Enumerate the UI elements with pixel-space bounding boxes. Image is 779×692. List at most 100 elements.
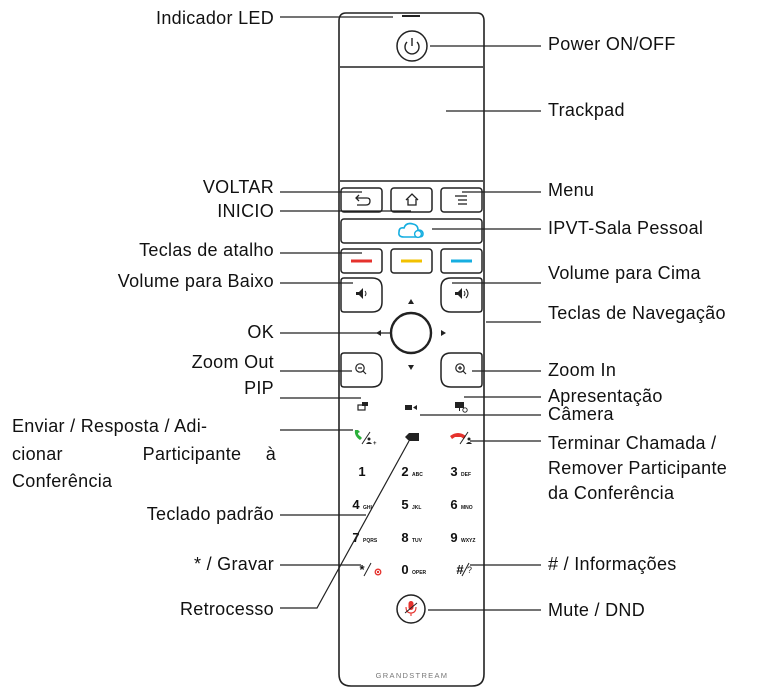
camera-icon[interactable] xyxy=(405,405,417,410)
label-volume-up: Volume para Cima xyxy=(548,263,702,283)
label-backspace: Retrocesso xyxy=(180,599,274,619)
zoom-out-icon xyxy=(355,363,367,375)
back-button[interactable] xyxy=(340,187,383,213)
volume-down-button[interactable] xyxy=(340,277,383,313)
keypad-key-hash[interactable]: # xyxy=(456,562,470,577)
volume-up-icon xyxy=(455,288,469,299)
brand-logo: GRANDSTREAM xyxy=(376,671,449,680)
hotkey-yellow-button[interactable] xyxy=(390,248,433,274)
arrow-up-icon[interactable] xyxy=(408,299,414,304)
volume-up-button[interactable] xyxy=(440,277,483,313)
zoom-in-icon xyxy=(455,363,467,375)
call-button[interactable]: + xyxy=(354,430,377,447)
label-send-line3: Conferência xyxy=(12,471,113,491)
label-send-line1: Enviar / Resposta / Adi- xyxy=(12,416,207,436)
home-button[interactable] xyxy=(390,187,433,213)
label-pip: PIP xyxy=(244,378,274,398)
menu-button[interactable] xyxy=(440,187,483,213)
mute-button[interactable] xyxy=(396,594,426,624)
label-led: Indicador LED xyxy=(156,8,274,28)
keypad-letters: MNO xyxy=(461,505,473,511)
ok-button[interactable] xyxy=(389,311,433,355)
label-keypad: Teclado padrão xyxy=(147,504,274,524)
label-hotkeys: Teclas de atalho xyxy=(139,240,274,260)
nav-buttons-row xyxy=(340,187,483,213)
label-send-line2b: Participante xyxy=(143,444,242,464)
keypad-digit: # xyxy=(456,562,464,577)
label-send-line2a: cionar xyxy=(12,444,63,464)
zoom-out-button[interactable] xyxy=(340,352,383,388)
dpad-cluster xyxy=(340,277,483,388)
ipvt-button[interactable] xyxy=(340,218,483,244)
keypad-letters: PQRS xyxy=(363,538,378,544)
keypad-letters: TUV xyxy=(412,538,423,544)
label-volume-down: Volume para Baixo xyxy=(118,271,274,291)
trackpad[interactable] xyxy=(340,68,483,180)
keypad-digit: 5 xyxy=(401,497,408,512)
label-presentation: Apresentação xyxy=(548,386,663,406)
info-icon: ? xyxy=(467,565,472,575)
label-home: INICIO xyxy=(217,201,274,221)
keypad-digit: 4 xyxy=(352,497,360,512)
backspace-icon[interactable] xyxy=(405,433,419,441)
home-icon xyxy=(405,193,419,206)
label-ipvt: IPVT-Sala Pessoal xyxy=(548,218,703,238)
hotkey-cyan-button[interactable] xyxy=(440,248,483,274)
keypad-digit: 8 xyxy=(401,530,408,545)
label-send-line2c: à xyxy=(266,444,277,464)
zoom-in-button[interactable] xyxy=(440,352,483,388)
power-button[interactable] xyxy=(396,30,428,62)
keypad-digit: 2 xyxy=(401,464,408,479)
end-call-button[interactable] xyxy=(450,431,472,445)
power-icon xyxy=(404,38,420,55)
label-trackpad: Trackpad xyxy=(548,100,625,120)
arrow-down-icon[interactable] xyxy=(408,365,414,370)
hotkeys-row xyxy=(340,248,483,274)
label-mute: Mute / DND xyxy=(548,600,645,620)
menu-icon xyxy=(455,195,467,205)
keypad-slash xyxy=(363,562,372,577)
hotkey-red-button[interactable] xyxy=(340,248,383,274)
label-hash: # / Informações xyxy=(548,554,677,574)
keypad-key-star[interactable]: * xyxy=(359,562,372,577)
remote-body xyxy=(338,12,485,687)
back-icon xyxy=(355,194,371,206)
pip-icon[interactable] xyxy=(357,402,368,411)
keypad-digit: * xyxy=(359,562,365,577)
volume-down-icon xyxy=(356,288,367,299)
label-power: Power ON/OFF xyxy=(548,34,676,54)
right-labels: Power ON/OFF Trackpad Menu IPVT-Sala Pes… xyxy=(548,34,727,620)
keypad-slash xyxy=(461,562,470,577)
keypad-letters: WXYZ xyxy=(461,538,475,544)
label-end-line3: da Conferência xyxy=(548,483,675,503)
leader-lines xyxy=(280,16,541,611)
svg-text:+: + xyxy=(373,441,377,447)
label-back: VOLTAR xyxy=(203,177,274,197)
cloud-icon xyxy=(398,222,424,239)
label-ok: OK xyxy=(247,322,274,342)
keypad-letters: JKL xyxy=(412,505,421,511)
keypad-letters: GHI xyxy=(363,505,373,511)
label-end-line2: Remover Participante xyxy=(548,458,727,478)
label-zoom-out: Zoom Out xyxy=(192,352,274,372)
keypad-digit: 0 xyxy=(401,562,408,577)
keypad-digit: 9 xyxy=(450,530,457,545)
arrow-right-icon[interactable] xyxy=(441,330,446,336)
label-star: * / Gravar xyxy=(194,554,274,574)
keypad-key-1[interactable]: 1 xyxy=(358,464,365,479)
presentation-icon[interactable] xyxy=(455,402,468,413)
keypad-digit: 6 xyxy=(450,497,457,512)
keypad-digit: 3 xyxy=(450,464,457,479)
record-dot xyxy=(376,570,380,574)
label-zoom-in: Zoom In xyxy=(548,360,616,380)
